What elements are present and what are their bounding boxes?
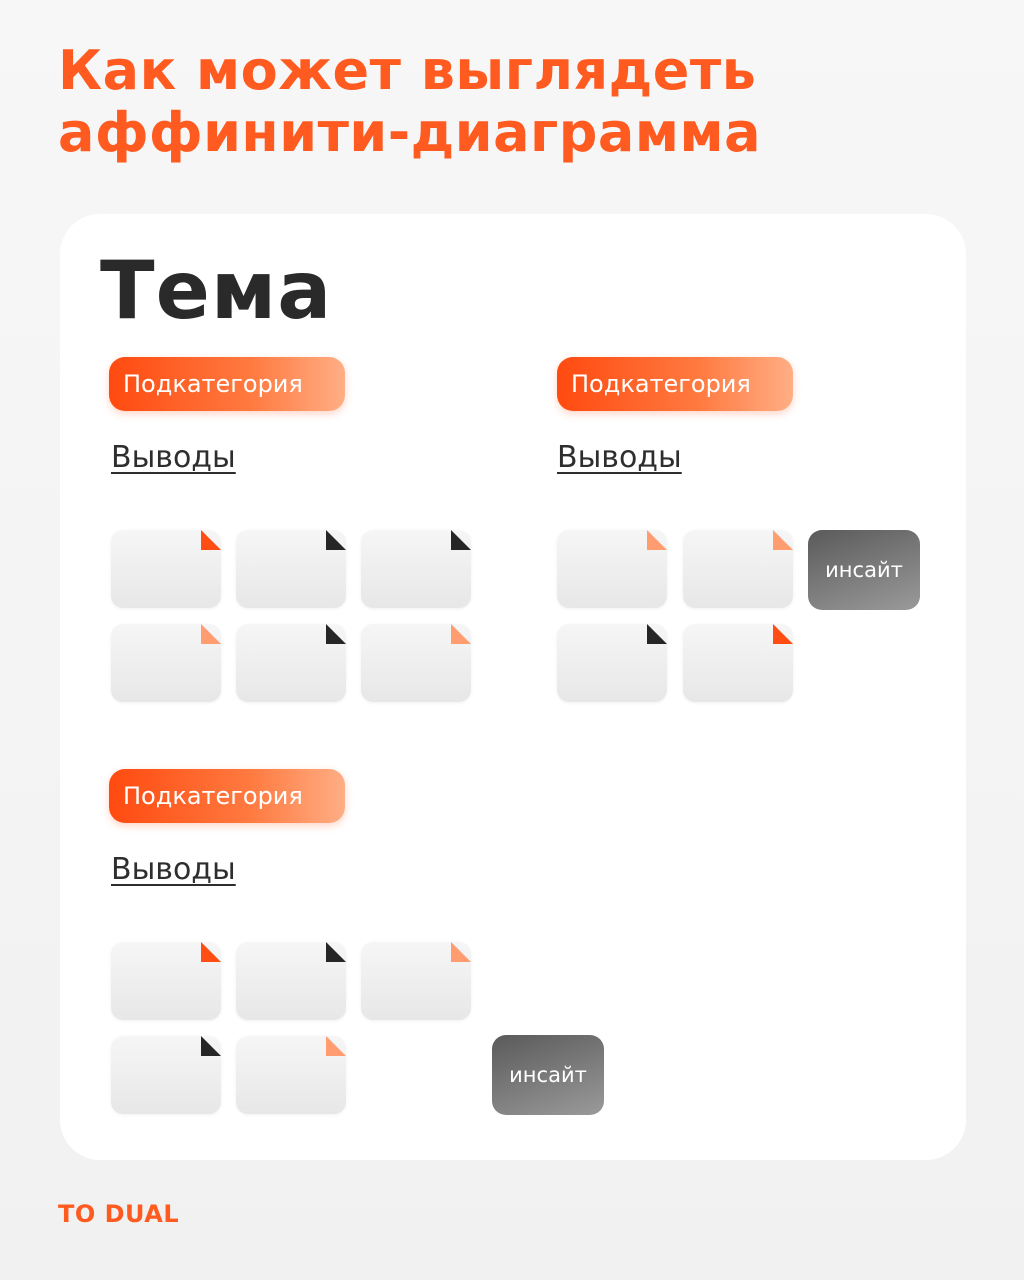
- conclusions-link[interactable]: Выводы: [111, 852, 236, 887]
- subcategory-label: Подкатегория: [109, 769, 345, 823]
- headline-line-1: Как может выглядеть: [58, 39, 757, 102]
- sticky-note: [236, 624, 346, 702]
- sticky-note: [236, 530, 346, 608]
- sticky-note: [111, 1036, 221, 1114]
- topic-title: Тема: [100, 244, 333, 337]
- sticky-note: [111, 530, 221, 608]
- sticky-note: [111, 942, 221, 1020]
- sticky-note: [236, 942, 346, 1020]
- subcategory-label: Подкатегория: [109, 357, 345, 411]
- insight-card: инсайт: [808, 530, 920, 610]
- sticky-note: [111, 624, 221, 702]
- headline: Как может выглядеть аффинити-диаграмма: [58, 40, 761, 164]
- sticky-note: [557, 624, 667, 702]
- sticky-note: [683, 624, 793, 702]
- sticky-note: [236, 1036, 346, 1114]
- subcategory-label: Подкатегория: [557, 357, 793, 411]
- conclusions-link[interactable]: Выводы: [557, 440, 682, 475]
- headline-line-2: аффинити-диаграмма: [58, 101, 762, 164]
- sticky-note: [557, 530, 667, 608]
- sticky-note: [361, 530, 471, 608]
- sticky-note: [361, 624, 471, 702]
- conclusions-link[interactable]: Выводы: [111, 440, 236, 475]
- sticky-note: [361, 942, 471, 1020]
- sticky-note: [683, 530, 793, 608]
- brand-logo: TO DUAL: [58, 1200, 180, 1228]
- insight-card: инсайт: [492, 1035, 604, 1115]
